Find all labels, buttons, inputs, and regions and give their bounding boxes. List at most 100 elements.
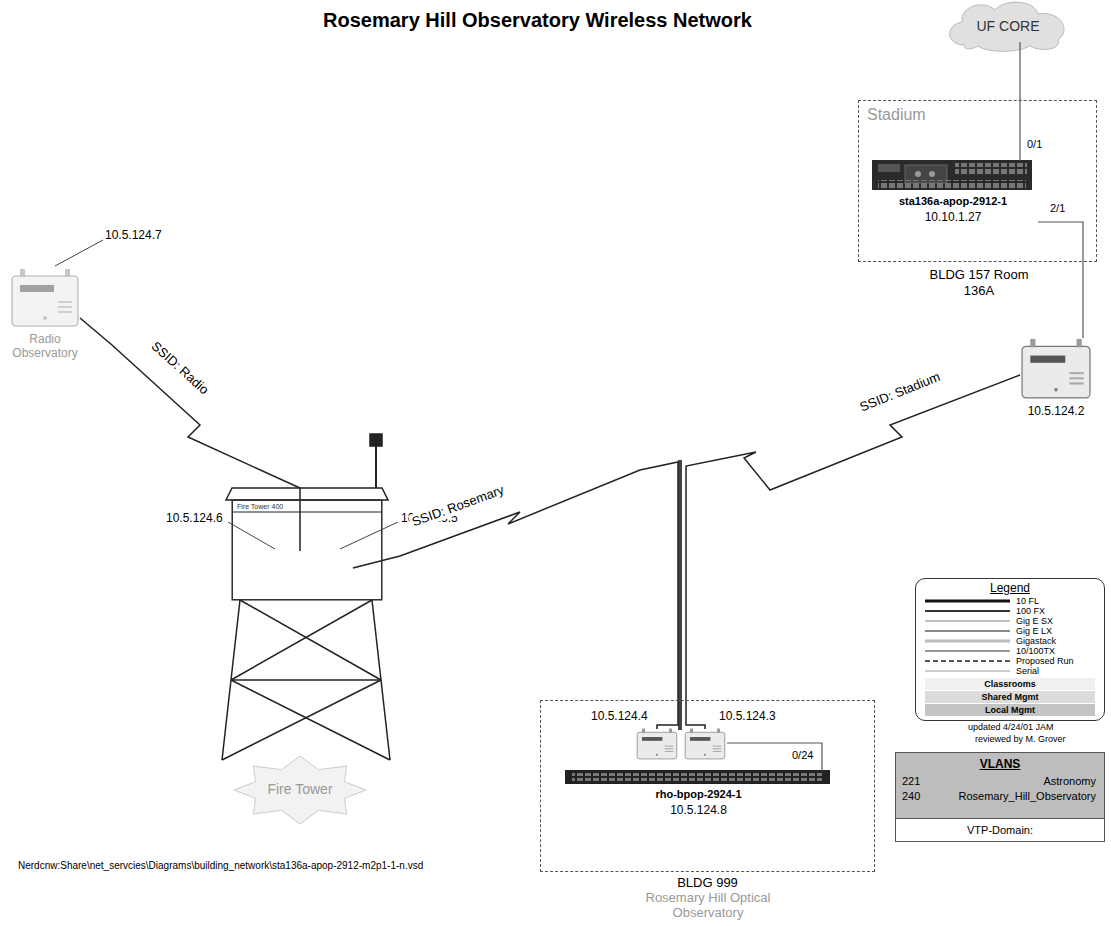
access-point-icon — [685, 729, 725, 759]
access-point: 10.5.124.2 — [1020, 338, 1092, 400]
starburst-label: Fire Tower — [245, 775, 355, 805]
cable-link — [1019, 42, 1020, 161]
access-point: 10.5.124.3 — [685, 729, 727, 761]
node-text: Radio Observatory — [4, 332, 86, 360]
legend-text: Shared Mgmt — [925, 691, 1095, 703]
node-text: 10.5.124.3 — [719, 709, 776, 723]
access-point: 10.5.125.5 — [311, 551, 353, 587]
edge-label: SSID: Stadium — [856, 368, 945, 416]
node-text: 240 — [902, 790, 920, 803]
access-point: 10.5.124.4 — [637, 729, 679, 761]
legend-text: 10/100TX — [1016, 646, 1055, 656]
legend-line-sample — [925, 630, 1010, 632]
legend-line-sample — [925, 666, 1010, 676]
fire-tower-structure — [240, 600, 381, 680]
node-text: 10.5.124.2 — [1010, 404, 1102, 418]
fire-tower-structure — [226, 488, 388, 500]
fire-tower-starburst — [234, 756, 366, 824]
stadium-switch-device — [955, 163, 1027, 175]
legend-text: 100 FX — [1016, 606, 1045, 616]
legend-line-sample — [925, 620, 1010, 622]
fire-tower-structure — [375, 440, 377, 488]
fire-tower-structure — [222, 680, 381, 760]
legend-line-sample — [925, 636, 1010, 646]
fire-tower-structure — [370, 434, 382, 446]
fire-tower-structure — [231, 600, 372, 680]
fire-tower-starburst — [234, 756, 366, 824]
legend-line-sample — [925, 610, 1010, 612]
legend-line-sample — [925, 671, 1010, 672]
node-text: VTP-Domain: — [896, 818, 1104, 841]
access-point: 10.5.124.7Radio Observatory — [10, 268, 80, 328]
legend-line-sample — [925, 640, 1010, 643]
node-text: rho-bpop-2924-1 — [561, 788, 836, 801]
uf-core-cloud — [950, 2, 1064, 51]
legend-line-sample — [925, 626, 1010, 636]
note-label: 2/1 — [1050, 202, 1065, 215]
node-text: 221 — [902, 775, 920, 788]
node-text: 10.5.124.7 — [105, 228, 162, 242]
legend-line-sample — [925, 616, 1010, 626]
rho-switch-device — [565, 770, 830, 784]
uf-core-cloud — [950, 2, 1064, 51]
wireless-link — [353, 462, 678, 729]
stadium-switch-device — [872, 160, 1032, 190]
legend-line-sample — [925, 606, 1010, 616]
legend-text: Classrooms — [925, 678, 1095, 690]
stadium-switch-device — [878, 164, 900, 172]
leader-line — [55, 240, 398, 549]
note-label: 0/24 — [792, 749, 813, 762]
node-text: Astronomy — [1043, 775, 1096, 788]
leader-line — [340, 522, 398, 549]
node-text: 10.5.124.4 — [591, 709, 648, 723]
note-label: Legend — [915, 581, 1105, 595]
node-text: Stadium — [867, 105, 926, 124]
fire-tower-structure — [231, 680, 390, 760]
wireless-link — [80, 318, 300, 551]
note-label: reviewed by M. Grover — [975, 734, 1066, 745]
fire-tower-structure — [231, 679, 381, 681]
node-text: Rosemary Hill Optical Observatory — [643, 890, 773, 920]
note-label: 0/1 — [1027, 138, 1042, 151]
legend-line-sample — [925, 656, 1010, 666]
rho-switch-device — [572, 773, 822, 781]
cable-link — [1038, 222, 1083, 338]
edge-label: SSID: Radio — [147, 337, 214, 399]
node-text: UF CORE — [960, 18, 1056, 35]
access-point-icon — [12, 269, 78, 326]
access-point: 10.5.124.6 — [264, 551, 306, 587]
access-point-icon — [637, 729, 677, 759]
node-text: 10.5.124.8 — [561, 803, 836, 817]
antenna-mast — [680, 460, 681, 730]
fire-tower-structure — [232, 512, 382, 513]
legend-text: Gig E SX — [1016, 616, 1053, 626]
node-text: sta136a-apop-2912-1 — [868, 195, 1038, 208]
vlan-table: VLANS 221 Astronomy 240 Rosemary_Hill_Observ… — [895, 752, 1105, 842]
legend-text: Gigastack — [1016, 636, 1056, 646]
node-text: BLDG 157 Room 136A — [929, 267, 1029, 299]
legend-line-sample — [925, 596, 1010, 606]
note-label: Nerdcnw:Share\net_servcies\Diagrams\buil… — [18, 860, 423, 872]
node-text: 10.10.1.27 — [868, 210, 1038, 224]
edge-label: SSID: Rosemary — [408, 481, 508, 530]
stadium-switch-device — [929, 171, 935, 177]
node-text: Rosemary_Hill_Observatory — [958, 790, 1096, 803]
node-text: Fire Tower 400 — [237, 503, 283, 511]
cable-link — [727, 743, 822, 771]
node-text: 10.5.124.6 — [166, 511, 223, 525]
leader-line — [55, 240, 103, 266]
legend-line-sample — [925, 646, 1010, 656]
note-label: updated 4/24/01 JAM — [968, 722, 1054, 733]
legend-text: Local Mgmt — [925, 704, 1095, 716]
building-boundary: StadiumBLDG 157 Room 136Asta136a-apop-29… — [858, 100, 1097, 262]
stadium-switch-device — [915, 171, 921, 177]
node-text: VLANS — [896, 757, 1104, 771]
node-text: Fire Tower — [245, 781, 355, 798]
switch-node: sta136a-apop-2912-1 10.10.1.27 — [868, 161, 1038, 231]
legend-line-sample — [925, 600, 1010, 603]
tower-cabin: Fire Tower 400 10.5.124.610.5.125.5 — [232, 500, 382, 600]
legend-text: 10 FL — [1016, 596, 1039, 606]
fire-tower-structure — [232, 500, 382, 600]
legend-text: Gig E LX — [1016, 626, 1052, 636]
